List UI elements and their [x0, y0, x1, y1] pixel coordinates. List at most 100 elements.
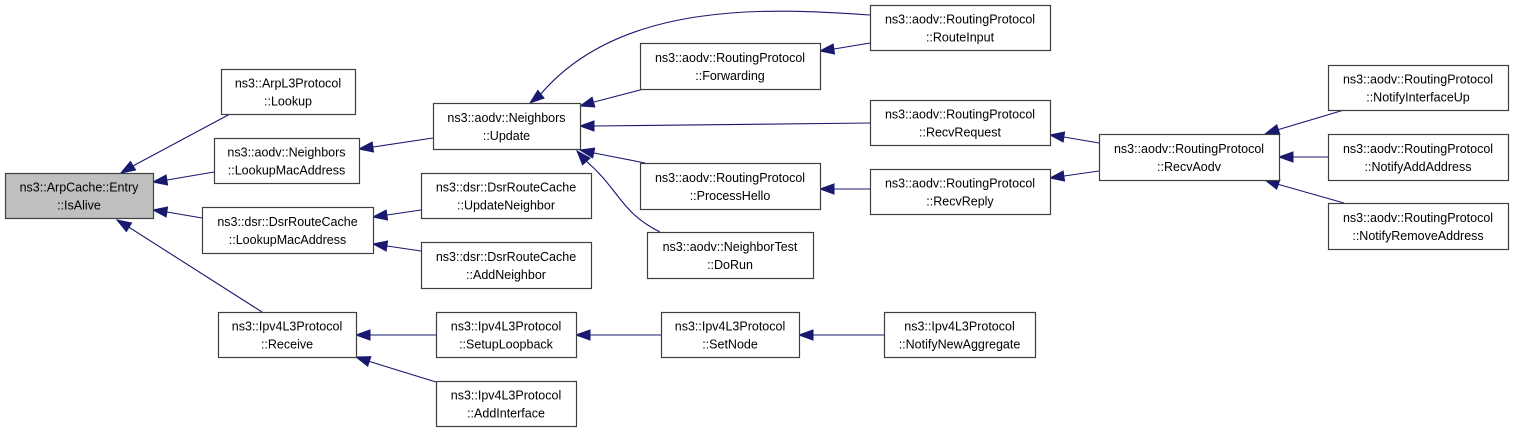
node-method-label: ::SetNode [702, 338, 758, 352]
node-ipv4-notifynewaggregate[interactable]: ns3::Ipv4L3Protocol::NotifyNewAggregate [883, 311, 1037, 359]
node-method-label: ::NotifyRemoveAddress [1352, 229, 1483, 243]
node-arp-lookup[interactable]: ns3::ArpL3Protocol::Lookup [220, 68, 357, 116]
node-method-label: ::AddInterface [467, 407, 545, 421]
node-namespace-label: ns3::Ipv4L3Protocol [904, 320, 1015, 334]
nodes-layer: ns3::ArpCache::Entry::IsAlive ns3::ArpL3P… [4, 4, 1510, 428]
arrowhead-icon [1263, 123, 1281, 135]
edge-line [386, 209, 422, 216]
edge-line [539, 10, 871, 96]
edge-line [130, 113, 231, 168]
node-rp-recvreply[interactable]: ns3::aodv::RoutingProtocol::RecvReply [869, 168, 1052, 216]
edge-line [1276, 109, 1345, 131]
arrowhead-icon [797, 329, 814, 341]
node-box[interactable] [660, 311, 801, 359]
arrowhead-icon [354, 356, 372, 368]
arrowhead-icon [1263, 179, 1281, 191]
node-rp-processhello[interactable]: ns3::aodv::RoutingProtocol::ProcessHello [639, 162, 822, 211]
node-box[interactable] [220, 68, 357, 116]
edge-nb_update-to-nb_lookupmac [357, 137, 434, 153]
node-box[interactable] [432, 102, 582, 151]
node-namespace-label: ns3::aodv::RoutingProtocol [885, 13, 1035, 27]
node-isalive[interactable]: ns3::ArpCache::Entry::IsAlive [4, 172, 155, 220]
node-box[interactable] [201, 206, 375, 255]
node-box[interactable] [639, 162, 822, 211]
node-namespace-label: ns3::aodv::Neighbors [447, 111, 565, 125]
edge-line [584, 159, 661, 233]
edge-line [386, 245, 422, 252]
node-rp-recvrequest[interactable]: ns3::aodv::RoutingProtocol::RecvRequest [869, 99, 1052, 147]
node-rp-notifyinterfaceup[interactable]: ns3::aodv::RoutingProtocol::NotifyInterf… [1327, 64, 1510, 112]
edge-line [1063, 170, 1100, 177]
edge-ipv4_setnode-to-ipv4_setuploopback [574, 329, 661, 341]
edge-line [1276, 183, 1345, 204]
arrowhead-icon [357, 141, 375, 153]
node-namespace-label: ns3::ArpL3Protocol [235, 77, 341, 91]
node-box[interactable] [435, 311, 578, 359]
node-ipv4-receive[interactable]: ns3::Ipv4L3Protocol::Receive [217, 311, 358, 359]
node-box[interactable] [435, 380, 578, 428]
node-box[interactable] [883, 311, 1037, 359]
node-method-label: ::ProcessHello [690, 189, 771, 203]
node-dsr-updateneighbor[interactable]: ns3::dsr::DsrRouteCache::UpdateNeighbor [420, 172, 593, 220]
node-rp-forwarding[interactable]: ns3::aodv::RoutingProtocol::Forwarding [639, 42, 822, 91]
node-method-label: ::Lookup [264, 95, 312, 109]
node-box[interactable] [1327, 64, 1510, 112]
node-box[interactable] [217, 311, 358, 359]
node-box[interactable] [420, 241, 593, 290]
arrowhead-icon [578, 120, 595, 132]
node-method-label: ::NotifyNewAggregate [899, 338, 1021, 352]
node-box[interactable] [1098, 133, 1281, 182]
node-rp-recvaodv[interactable]: ns3::aodv::RoutingProtocol::RecvAodv [1098, 133, 1281, 182]
node-ipv4-addinterface[interactable]: ns3::Ipv4L3Protocol::AddInterface [435, 380, 578, 428]
node-namespace-label: ns3::aodv::RoutingProtocol [1343, 211, 1493, 225]
node-nb-lookupmac[interactable]: ns3::aodv::Neighbors::LookupMacAddress [213, 137, 361, 185]
node-box[interactable] [1327, 202, 1510, 251]
node-namespace-label: ns3::aodv::NeighborTest [663, 240, 798, 254]
node-rp-notifyaddaddress[interactable]: ns3::aodv::RoutingProtocol::NotifyAddAdd… [1327, 133, 1510, 182]
node-ipv4-setuploopback[interactable]: ns3::Ipv4L3Protocol::SetupLoopback [435, 311, 578, 359]
arrowhead-icon [151, 174, 169, 186]
node-rp-notifyremoveaddress[interactable]: ns3::aodv::RoutingProtocol::NotifyRemove… [1327, 202, 1510, 251]
node-nb-update[interactable]: ns3::aodv::Neighbors::Update [432, 102, 582, 151]
node-namespace-label: ns3::ArpCache::Entry [20, 181, 140, 195]
edge-nb_lookupmac-to-isalive [151, 171, 215, 186]
edge-line [372, 137, 434, 148]
node-namespace-label: ns3::Ipv4L3Protocol [675, 320, 786, 334]
node-box[interactable] [420, 172, 593, 220]
node-box[interactable] [646, 231, 815, 280]
edge-dsr_updateneighbor-to-dsr_lookupmac [371, 209, 422, 221]
arrowhead-icon [578, 96, 596, 108]
node-box[interactable] [869, 4, 1052, 52]
node-rp-routeinput[interactable]: ns3::aodv::RoutingProtocol::RouteInput [869, 4, 1052, 52]
edge-rp_forwarding-to-nb_update [578, 88, 645, 108]
arrowhead-icon [119, 160, 137, 174]
edge-rp_notifyaddaddress-to-rp_recvaodv [1277, 151, 1328, 163]
arrowhead-icon [528, 89, 545, 104]
edge-rp_routeinput-to-nb_update [528, 10, 871, 104]
node-dsr-addneighbor[interactable]: ns3::dsr::DsrRouteCache::AddNeighbor [420, 241, 593, 290]
edge-ipv4_notifynewaggregate-to-ipv4_setnode [797, 329, 884, 341]
edge-line [593, 88, 645, 103]
node-ipv4-setnode[interactable]: ns3::Ipv4L3Protocol::SetNode [660, 311, 801, 359]
node-method-label: ::AddNeighbor [466, 268, 546, 282]
arrowhead-icon [576, 149, 591, 166]
node-method-label: ::Receive [261, 338, 313, 352]
node-box[interactable] [4, 172, 155, 220]
node-box[interactable] [869, 99, 1052, 147]
node-nt-dorun[interactable]: ns3::aodv::NeighborTest::DoRun [646, 231, 815, 280]
node-box[interactable] [213, 137, 361, 185]
edge-rp_routeinput-to-rp_forwarding [818, 42, 871, 55]
node-dsr-lookupmac[interactable]: ns3::dsr::DsrRouteCache::LookupMacAddres… [201, 206, 375, 255]
node-method-label: ::RecvAodv [1157, 160, 1222, 174]
arrowhead-icon [371, 240, 389, 252]
node-box[interactable] [1327, 133, 1510, 182]
node-namespace-label: ns3::aodv::RoutingProtocol [1343, 73, 1493, 87]
arrowhead-icon [818, 43, 836, 55]
arrowhead-icon [1048, 170, 1066, 182]
edge-nt_dorun-to-nb_update [576, 149, 661, 233]
node-method-label: ::RecvReply [926, 195, 994, 209]
node-box[interactable] [869, 168, 1052, 216]
node-box[interactable] [639, 42, 822, 91]
edge-rp_recvaodv-to-rp_recvrequest [1048, 131, 1100, 144]
edge-line [593, 122, 871, 127]
